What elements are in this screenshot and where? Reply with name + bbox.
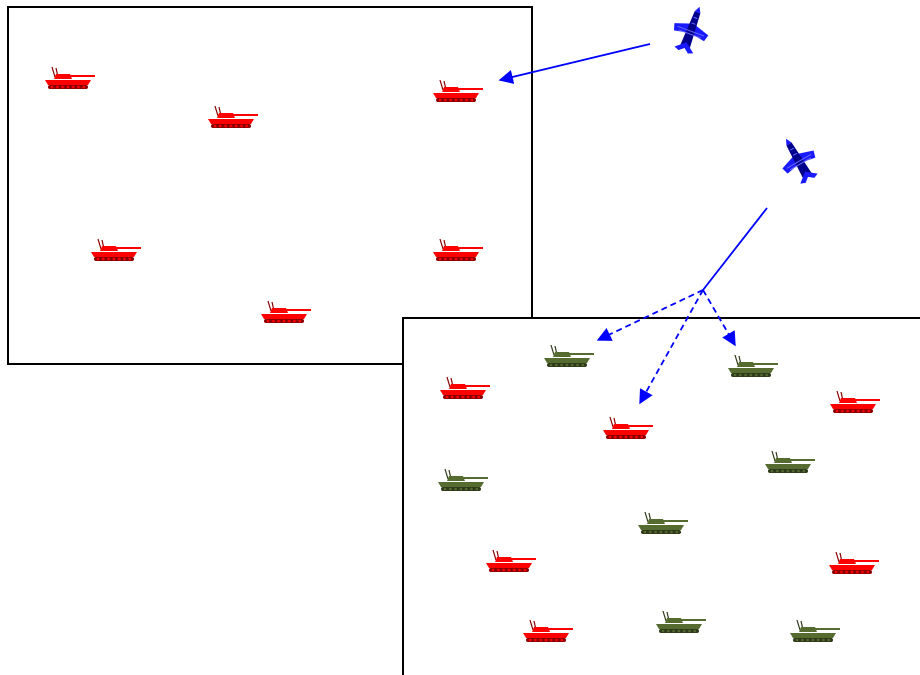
enemy-tank-icon xyxy=(830,390,880,413)
enemy-tank-icon xyxy=(486,549,536,572)
enemy-tank-icon xyxy=(433,79,483,102)
dispersal-arrow-dashed xyxy=(639,289,704,405)
friendly-tank-icon xyxy=(728,354,778,377)
friendly-tank-icon xyxy=(790,619,840,642)
enemy-tank-icon xyxy=(45,66,95,89)
dispersal-arrow-dashed xyxy=(702,289,736,347)
fighter-jet-icon xyxy=(673,6,709,54)
enemy-tank-icon xyxy=(433,238,483,261)
friendly-tank-icon xyxy=(438,468,488,491)
enemy-tank-icon xyxy=(603,416,653,439)
tanks-layer xyxy=(45,66,880,642)
fighter-jet-icon xyxy=(782,138,818,184)
friendly-tank-icon xyxy=(544,344,594,367)
aircraft-layer xyxy=(673,6,818,184)
arrows-layer xyxy=(498,43,768,405)
friendly-tank-icon xyxy=(656,610,706,633)
enemy-tank-icon xyxy=(440,376,490,399)
enemy-tank-icon xyxy=(523,619,573,642)
upper-left-field-frame xyxy=(7,6,533,365)
enemy-tank-icon xyxy=(829,551,879,574)
approach-line-solid xyxy=(702,207,768,291)
friendly-tank-icon xyxy=(765,450,815,473)
attack-arrow-solid xyxy=(498,43,651,84)
enemy-tank-icon xyxy=(91,238,141,261)
enemy-tank-icon xyxy=(208,105,258,128)
lower-right-field-frame xyxy=(402,317,920,675)
friendly-tank-icon xyxy=(638,511,688,534)
enemy-tank-icon xyxy=(261,300,311,323)
